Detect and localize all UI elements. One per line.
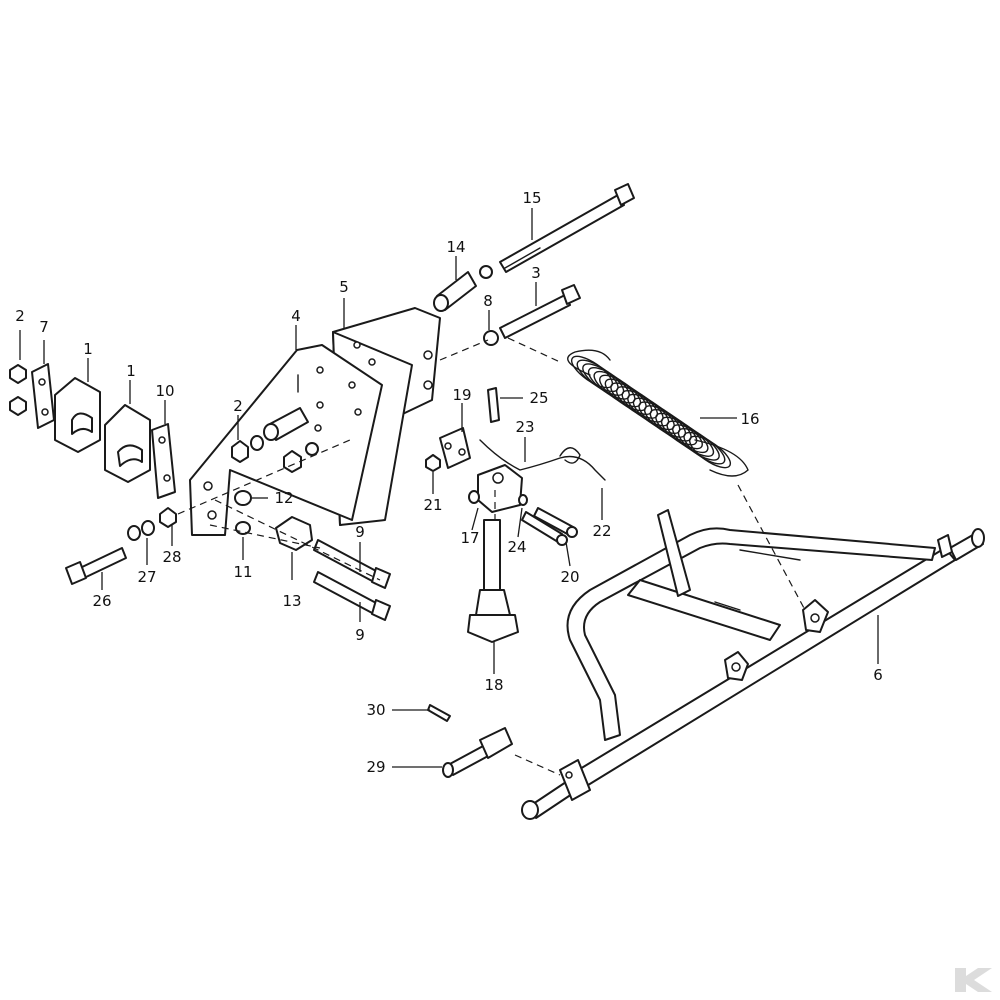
spring-coil [677, 428, 720, 461]
callout-1b: 1 [126, 362, 136, 380]
callout-28: 28 [162, 548, 181, 566]
bolt-9-upper [313, 539, 391, 589]
callout-22: 22 [592, 522, 611, 540]
spring-coil [615, 386, 659, 419]
washer-8 [483, 330, 499, 346]
callout-19: 19 [452, 386, 471, 404]
spring-coil [672, 424, 715, 457]
leader-lines [19, 208, 879, 768]
callout-20: 20 [560, 568, 579, 586]
callout-5: 5 [339, 278, 349, 296]
callout-17: 17 [460, 529, 479, 547]
callout-14: 14 [446, 238, 465, 256]
spring-coil [604, 378, 647, 412]
hex-nut-13 [275, 516, 313, 551]
spring-coil [649, 408, 692, 442]
callout-9b: 9 [355, 626, 365, 644]
spring-coil [621, 389, 664, 423]
callout-25: 25 [529, 389, 548, 407]
callout-4: 4 [291, 307, 301, 325]
callout-11: 11 [233, 563, 252, 581]
nuts-2-center [231, 435, 264, 463]
nut-12-and-washers [234, 442, 319, 535]
block-17-pin-18 [467, 464, 528, 643]
spring-coil [582, 363, 625, 396]
bolts-20 [521, 507, 578, 546]
spring-coil [666, 420, 709, 454]
bushing [263, 407, 309, 441]
callout-26: 26 [92, 592, 111, 610]
callout-27: 27 [137, 568, 156, 586]
callout-13: 13 [282, 592, 301, 610]
callout-23: 23 [515, 418, 534, 436]
callout-29: 29 [366, 758, 385, 776]
callout-2a: 2 [15, 307, 25, 325]
spring-coil [627, 393, 670, 427]
tension-spring [567, 349, 749, 477]
latch-19-21 [425, 427, 471, 472]
bracket-plate-4 [189, 344, 383, 536]
brand-logo-icon [955, 968, 992, 992]
callout-24: 24 [507, 538, 526, 556]
spring-coil [660, 416, 703, 450]
callout-18: 18 [484, 676, 503, 694]
spring-coil [643, 405, 687, 438]
callout-16: 16 [740, 410, 759, 428]
callout-2b: 2 [233, 397, 243, 415]
callout-7: 7 [39, 318, 49, 336]
callout-30: 30 [366, 701, 385, 719]
spring-coil [593, 370, 636, 404]
bolt-3 [499, 284, 581, 339]
spring-coil [570, 355, 614, 389]
callout-21: 21 [423, 496, 442, 514]
callout-10: 10 [155, 382, 174, 400]
axle-pin-29-30 [427, 704, 513, 778]
spring-coil [610, 382, 653, 416]
bolt-9-lower [313, 571, 391, 621]
callout-9a: 9 [355, 523, 365, 541]
spring-coil [576, 359, 619, 393]
spring-coil [655, 412, 698, 446]
callout-6: 6 [873, 666, 883, 684]
callout-1a: 1 [83, 340, 93, 358]
frame-assembly [521, 509, 985, 820]
callout-15: 15 [522, 189, 541, 207]
spring-coil [599, 374, 642, 408]
assembly-lines [177, 337, 806, 776]
pin-25 [487, 387, 500, 423]
spacer-14 [433, 265, 493, 312]
left-hardware [9, 363, 177, 541]
spring-coil [632, 397, 675, 431]
callout-12: 12 [274, 489, 293, 507]
callout-3: 3 [531, 264, 541, 282]
bolt-15 [499, 183, 635, 273]
spring-coil [688, 435, 732, 469]
spring-coil [638, 401, 681, 435]
spring-wire-22-23 [479, 439, 606, 481]
callout-labels: 2 7 1 1 10 4 5 2 12 11 13 9 9 14 15 3 8 … [15, 189, 883, 776]
bolt-26 [65, 547, 127, 585]
spring-coil [587, 367, 630, 400]
callout-8: 8 [483, 292, 493, 310]
